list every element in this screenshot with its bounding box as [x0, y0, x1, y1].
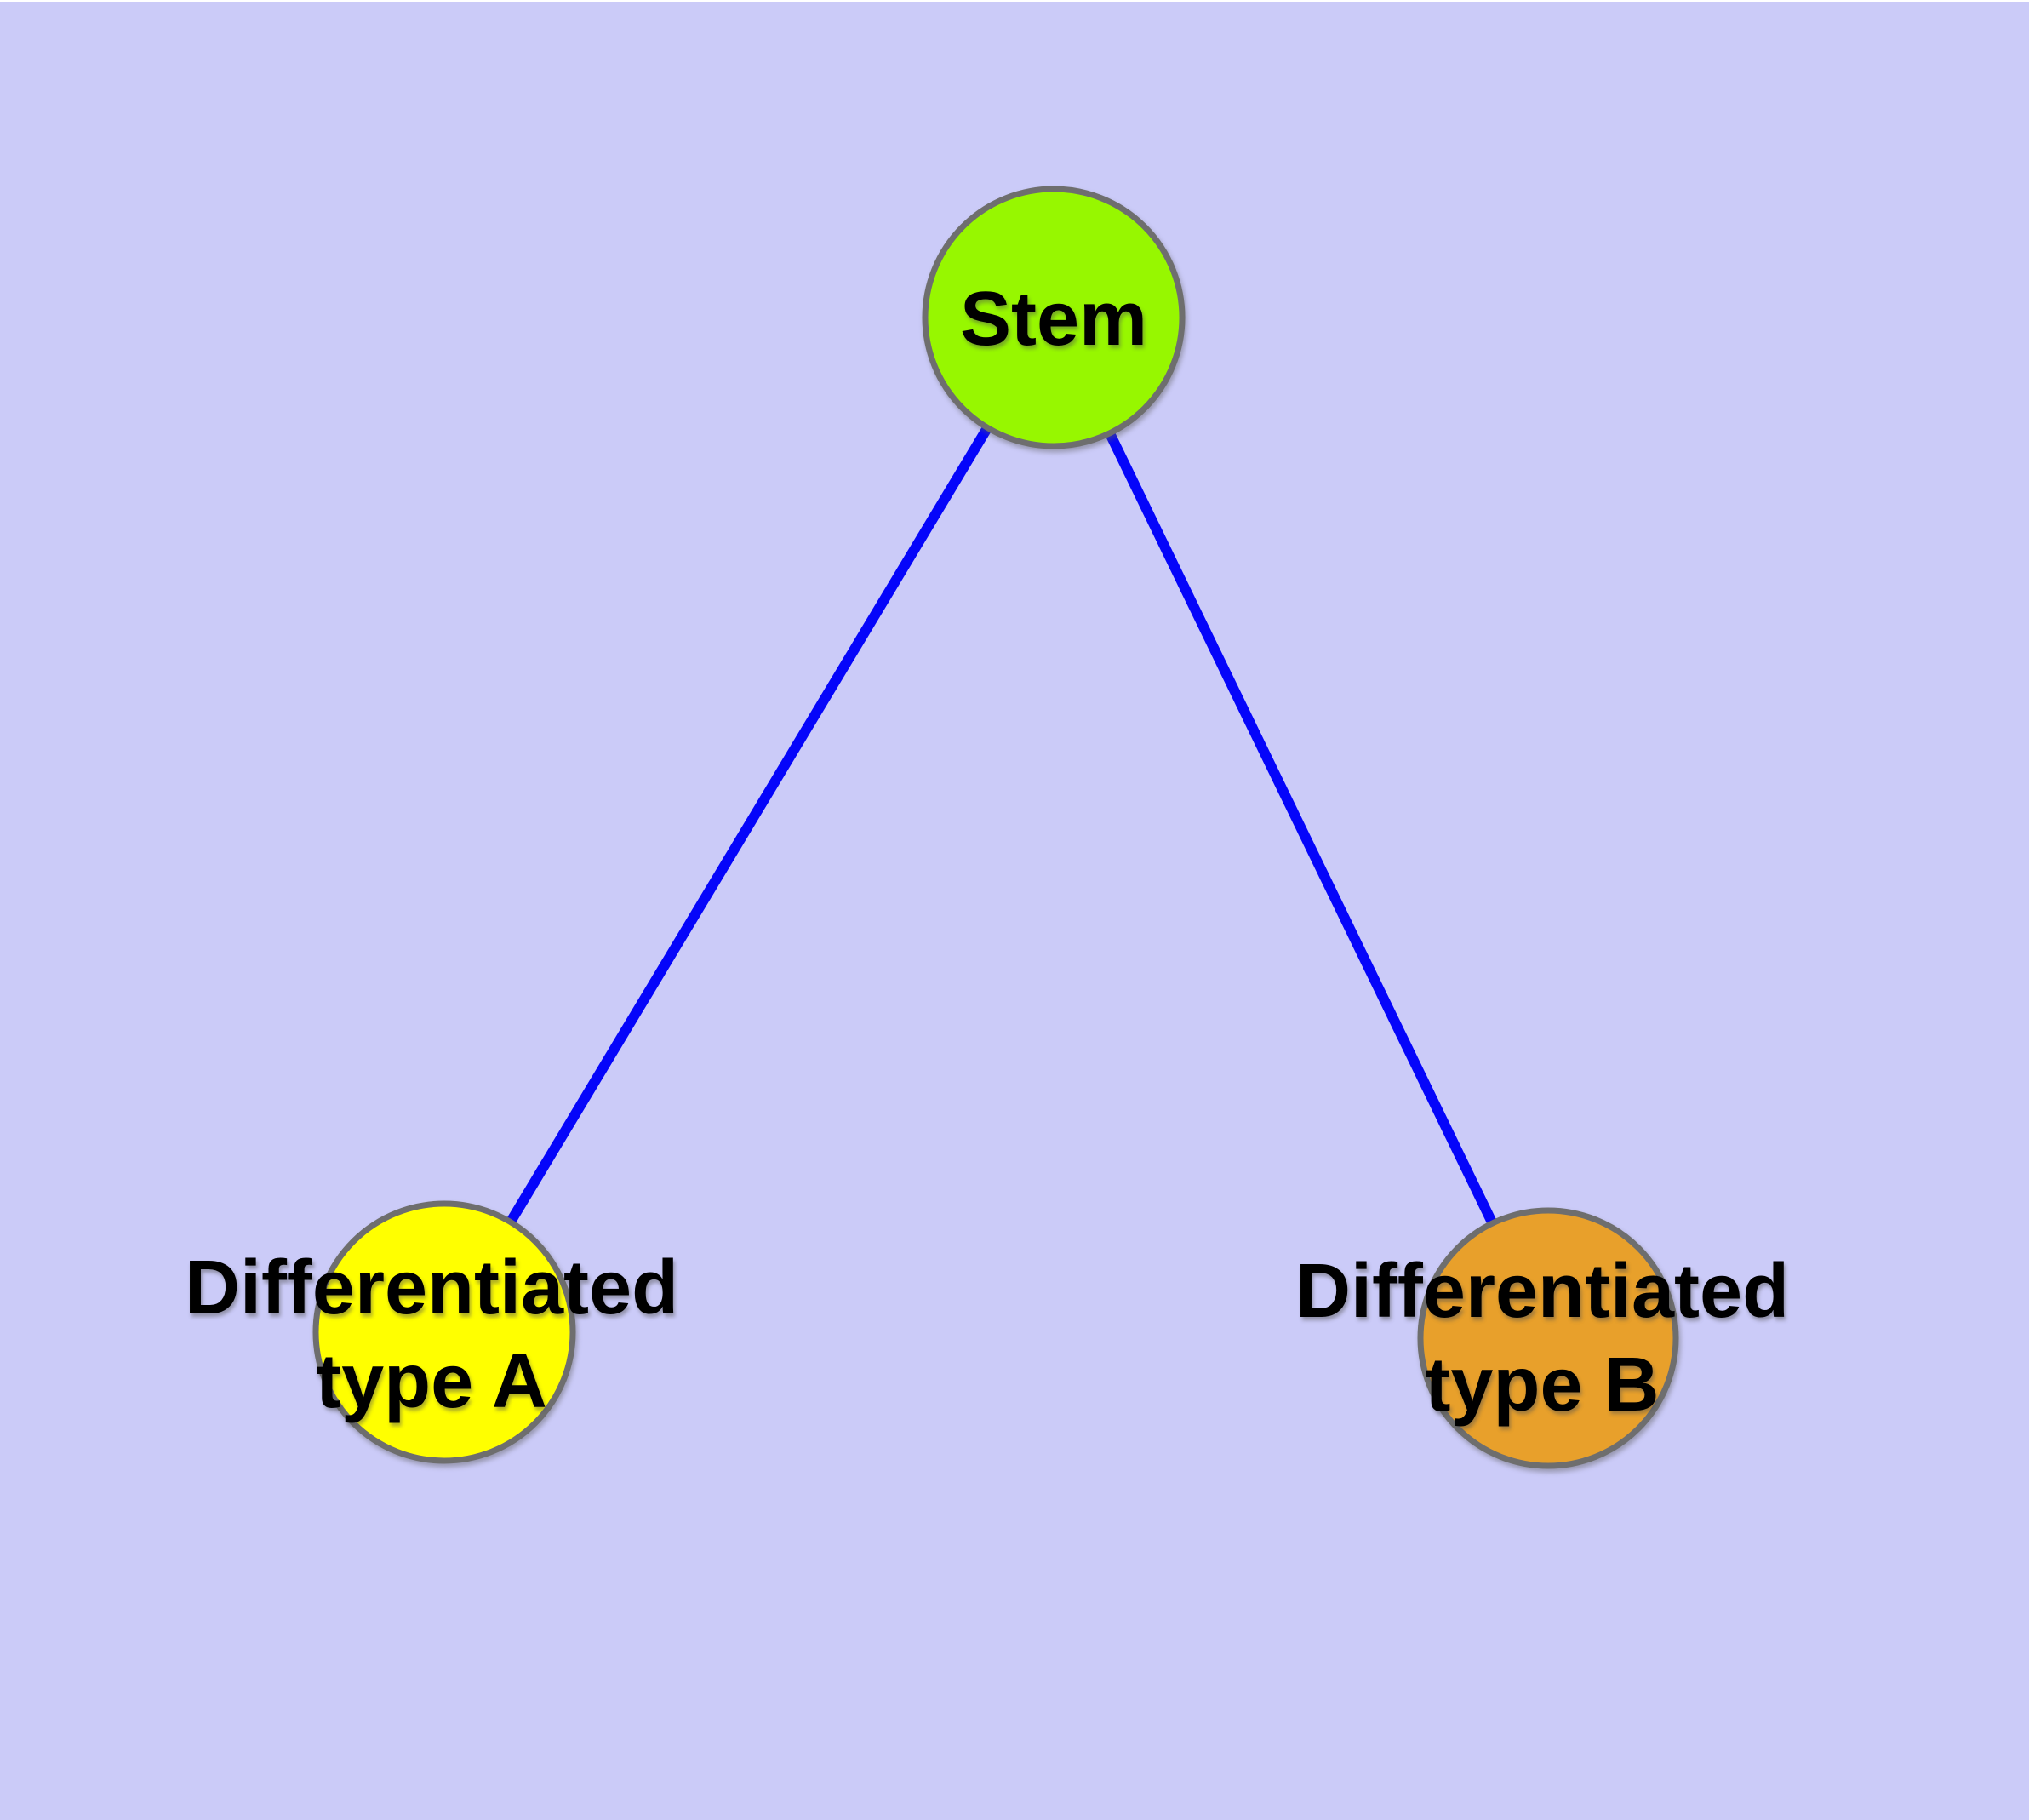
node-type-b-circle	[1417, 1207, 1679, 1469]
edge-stem-to-type-a	[439, 314, 1059, 1336]
node-type-a-circle	[312, 1200, 576, 1464]
edge-stem-to-type-b	[1049, 315, 1553, 1341]
node-stem-circle	[922, 186, 1186, 449]
